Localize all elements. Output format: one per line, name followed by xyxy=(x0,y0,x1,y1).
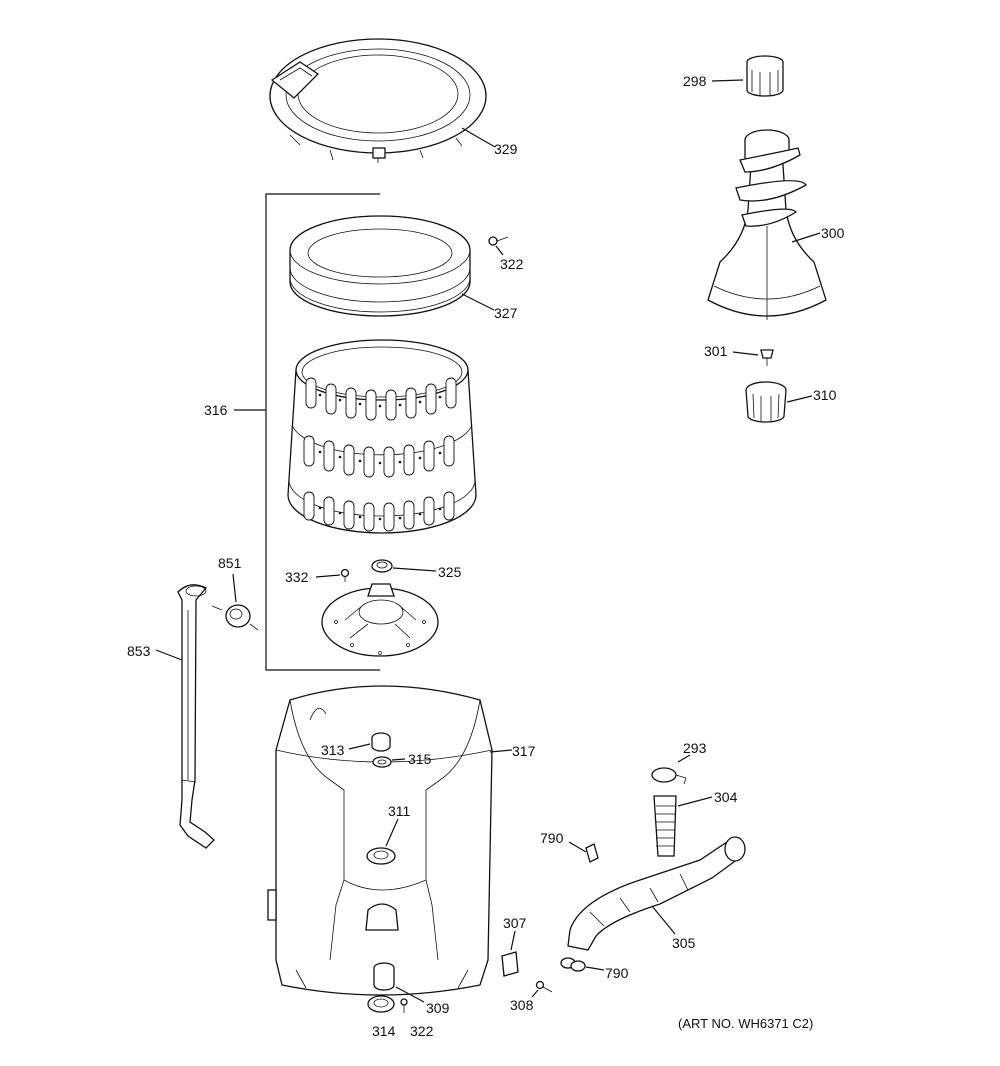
label-310: 310 xyxy=(813,387,837,403)
outer-tub-317[interactable] xyxy=(267,685,493,996)
label-308: 308 xyxy=(510,997,534,1013)
leader-325 xyxy=(392,567,437,572)
label-317: 317 xyxy=(512,743,536,759)
leader-309 xyxy=(395,986,425,1003)
basket-hub-plate[interactable] xyxy=(321,583,439,657)
screw-322-lower[interactable] xyxy=(400,998,408,1013)
tub-sump xyxy=(365,903,399,931)
leader-329 xyxy=(461,127,496,148)
label-322-upper: 322 xyxy=(500,256,524,272)
leader-322-upper xyxy=(495,245,504,256)
label-316: 316 xyxy=(204,402,228,418)
label-311: 311 xyxy=(388,803,411,819)
drive-nut-310[interactable] xyxy=(745,381,787,423)
art-number: (ART NO. WH6371 C2) xyxy=(678,1016,813,1031)
leader-315 xyxy=(391,758,406,761)
leader-851 xyxy=(232,573,237,603)
leader-307 xyxy=(510,930,516,951)
label-304: 304 xyxy=(714,789,738,805)
label-298: 298 xyxy=(683,73,707,89)
leader-298 xyxy=(711,79,744,82)
leader-300 xyxy=(791,232,821,243)
drain-hose-305[interactable] xyxy=(567,836,746,951)
label-315: 315 xyxy=(408,751,432,767)
screw-322-upper[interactable] xyxy=(488,236,509,246)
leader-332 xyxy=(315,574,341,578)
leader-308 xyxy=(531,989,539,998)
leader-293 xyxy=(677,754,691,763)
leader-310 xyxy=(786,395,813,403)
leader-305 xyxy=(651,905,676,935)
leader-790-upper xyxy=(568,841,587,853)
leader-327 xyxy=(461,293,495,311)
hose-cap-851[interactable] xyxy=(225,604,251,628)
leader-853 xyxy=(155,649,183,661)
washer-325[interactable] xyxy=(371,559,393,573)
clamp-293[interactable] xyxy=(651,767,687,785)
part-309[interactable] xyxy=(373,962,395,991)
label-327: 327 xyxy=(494,305,518,321)
leader-304 xyxy=(677,796,713,807)
label-325: 325 xyxy=(438,564,462,580)
bracket-316 xyxy=(265,193,380,671)
leader-301 xyxy=(732,351,759,356)
label-329: 329 xyxy=(494,141,518,157)
bracket-307[interactable] xyxy=(501,951,519,977)
label-309: 309 xyxy=(426,1000,450,1016)
wash-basket[interactable] xyxy=(287,339,477,534)
leader-313 xyxy=(348,743,371,750)
label-314: 314 xyxy=(372,1023,396,1039)
seal-311[interactable] xyxy=(366,847,396,865)
label-293: 293 xyxy=(683,740,707,756)
balance-ring-327[interactable] xyxy=(289,215,471,317)
label-300: 300 xyxy=(821,225,845,241)
agitator-300[interactable] xyxy=(707,129,827,320)
label-322-lower: 322 xyxy=(410,1023,434,1039)
washer-315[interactable] xyxy=(372,756,392,768)
ring-314[interactable] xyxy=(367,995,395,1013)
label-305: 305 xyxy=(672,935,696,951)
label-332: 332 xyxy=(285,569,309,585)
leader-790-lower xyxy=(585,966,605,971)
screw-332[interactable] xyxy=(340,568,350,583)
tub-cover-329[interactable] xyxy=(269,38,487,163)
clip-790-lower[interactable] xyxy=(560,957,586,972)
label-301: 301 xyxy=(704,343,728,359)
agitator-cap-298[interactable] xyxy=(746,55,784,97)
leader-311 xyxy=(385,818,399,847)
leader-317 xyxy=(489,749,513,753)
label-313: 313 xyxy=(321,742,345,758)
label-853: 853 xyxy=(127,643,151,659)
bearing-313[interactable] xyxy=(371,732,391,752)
dash-851 xyxy=(211,605,259,631)
bolt-301[interactable] xyxy=(760,349,774,366)
label-851: 851 xyxy=(218,555,242,571)
clip-790-upper[interactable] xyxy=(585,843,599,863)
hose-304[interactable] xyxy=(653,795,677,857)
label-790-lower: 790 xyxy=(605,965,629,981)
label-790-upper: 790 xyxy=(540,830,564,846)
screw-308[interactable] xyxy=(535,980,553,993)
fill-hose-853[interactable] xyxy=(177,584,215,849)
label-307: 307 xyxy=(503,915,527,931)
